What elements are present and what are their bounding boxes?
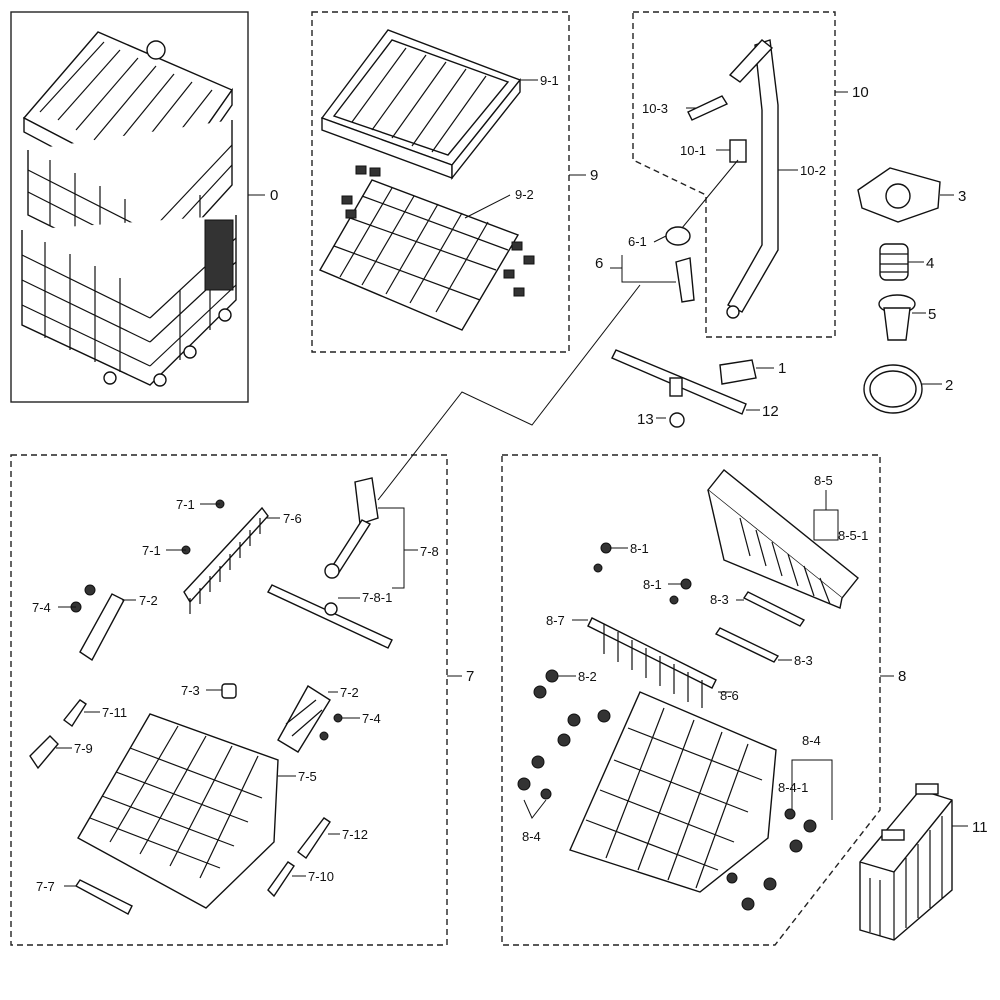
callout-7-4-right: 7-4 xyxy=(362,711,381,726)
callout-8-5-1: 8-5-1 xyxy=(838,528,868,543)
callout-7-3: 7-3 xyxy=(181,683,200,698)
callout-1: 1 xyxy=(778,360,786,377)
callout-3: 3 xyxy=(958,188,966,205)
callout-7-5: 7-5 xyxy=(298,769,317,784)
filter-parts-illustration xyxy=(857,167,941,414)
tray-frame-illustration xyxy=(318,165,535,331)
callout-8-3-top: 8-3 xyxy=(710,592,729,607)
spray-arm-illustration xyxy=(611,349,757,428)
callout-8-7: 8-7 xyxy=(546,613,565,628)
callout-7-10: 7-10 xyxy=(308,869,334,884)
callout-8-4-1: 8-4-1 xyxy=(778,780,808,795)
callout-7-8: 7-8 xyxy=(420,544,439,559)
group-10-box xyxy=(632,11,836,338)
callout-10: 10 xyxy=(852,84,869,101)
callout-8-3-bottom: 8-3 xyxy=(794,653,813,668)
group-0-box xyxy=(10,11,249,403)
callout-7-6: 7-6 xyxy=(283,511,302,526)
callout-7-4-left: 7-4 xyxy=(32,600,51,615)
callout-9: 9 xyxy=(590,167,598,184)
callout-8-1-top: 8-1 xyxy=(630,541,649,556)
callout-10-2: 10-2 xyxy=(800,163,826,178)
callout-8-2: 8-2 xyxy=(578,669,597,684)
callout-8-1-mid: 8-1 xyxy=(643,577,662,592)
callout-9-2: 9-2 xyxy=(515,187,534,202)
callout-7-2-right: 7-2 xyxy=(340,685,359,700)
callout-7: 7 xyxy=(466,668,474,685)
group-7-box xyxy=(10,454,448,946)
callout-4: 4 xyxy=(926,255,934,272)
lower-rack-parts-illustration xyxy=(517,469,859,911)
callout-10-1: 10-1 xyxy=(680,143,706,158)
callout-11: 11 xyxy=(972,819,988,836)
callout-8-4-left: 8-4 xyxy=(522,829,541,844)
callout-6-1: 6-1 xyxy=(628,234,647,249)
callout-6: 6 xyxy=(595,255,603,272)
callout-8: 8 xyxy=(898,668,906,685)
callout-9-1: 9-1 xyxy=(540,73,559,88)
callout-8-5: 8-5 xyxy=(814,473,833,488)
callout-7-1-bottom: 7-1 xyxy=(142,543,161,558)
callout-13: 13 xyxy=(637,411,654,428)
callout-7-11: 7-11 xyxy=(102,705,127,720)
callout-12: 12 xyxy=(762,403,779,420)
callout-8-4-right: 8-4 xyxy=(802,733,821,748)
callout-2: 2 xyxy=(945,377,953,394)
tube-connector-illustration xyxy=(665,226,695,303)
callout-7-8-1: 7-8-1 xyxy=(362,590,392,605)
group-9-box xyxy=(311,11,570,353)
callout-7-2-left: 7-2 xyxy=(139,593,158,608)
callout-8-6: 8-6 xyxy=(720,688,739,703)
callout-10-3: 10-3 xyxy=(642,101,668,116)
connection-line-6-to-7-8 xyxy=(377,284,641,501)
callout-7-1-top: 7-1 xyxy=(176,497,195,512)
supply-tube-illustration xyxy=(687,39,779,319)
callout-7-7: 7-7 xyxy=(36,879,55,894)
cutlery-basket-illustration xyxy=(859,783,953,941)
callout-5: 5 xyxy=(928,306,936,323)
callout-0: 0 xyxy=(270,187,278,204)
group-8-box xyxy=(501,454,881,946)
upper-rack-parts-illustration xyxy=(29,477,393,915)
callout-7-9: 7-9 xyxy=(74,741,93,756)
cutlery-tray-illustration xyxy=(320,29,522,181)
rack-assembly-illustration xyxy=(21,31,237,387)
callout-7-12: 7-12 xyxy=(342,827,368,842)
connection-line-10-1-to-6 xyxy=(681,159,739,229)
